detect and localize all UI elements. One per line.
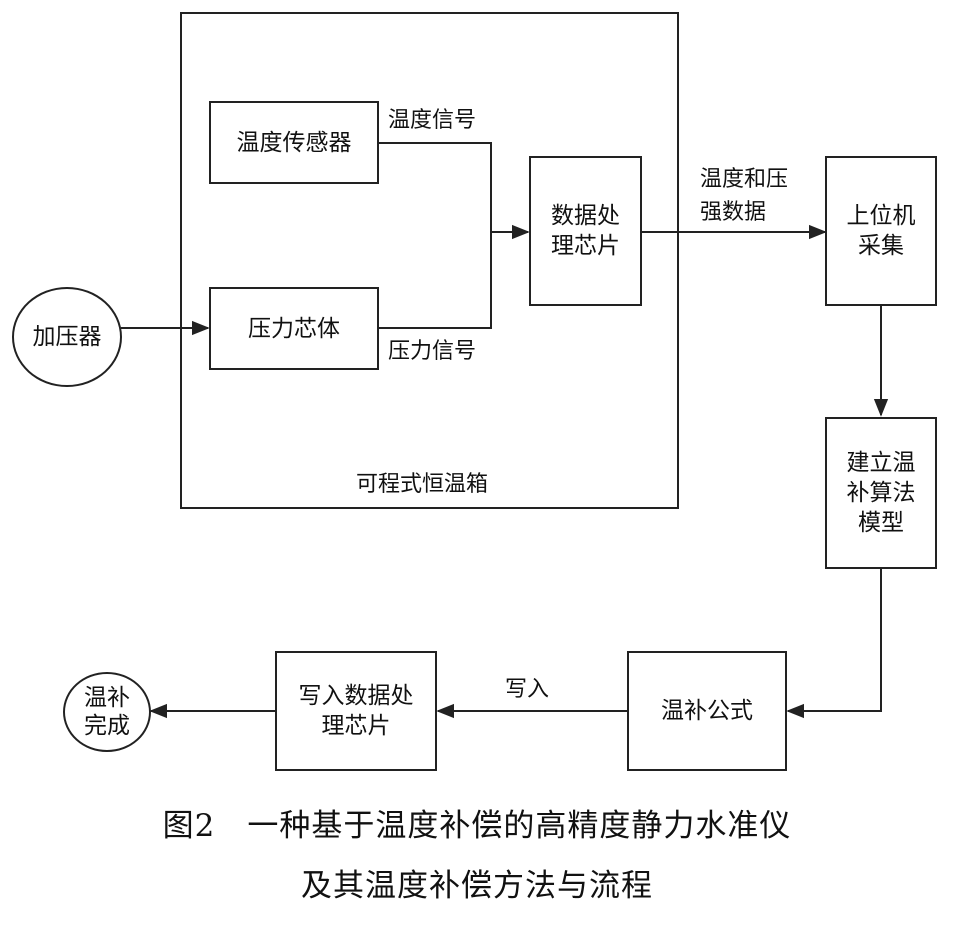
processor-box: 数据处 理芯片 [529,156,642,306]
processor-label: 数据处 理芯片 [551,203,620,259]
model-label: 建立温 补算法 模型 [846,450,916,536]
host-label: 上位机 采集 [846,203,916,259]
model-box: 建立温 补算法 模型 [825,417,937,569]
temp-signal-line [378,142,492,232]
chamber-label: 可程式恒温箱 [356,472,489,497]
temp-sensor-box: 温度传感器 [209,101,379,184]
figure-caption-line-2: 及其温度补偿方法与流程 [301,868,653,904]
write-chip-box: 写入数据处 理芯片 [275,651,437,771]
host-box: 上位机 采集 [825,156,937,306]
pressurizer-label: 加压器 [32,324,102,350]
done-label: 温补 完成 [84,685,130,739]
temp-sensor-label: 温度传感器 [236,129,352,156]
pressure-signal-line [378,232,492,329]
figure-caption-line-1: 图2 一种基于温度补偿的高精度静力水准仪 [162,808,792,844]
model-formula-line [786,568,882,719]
write-label: 写入 [505,677,550,702]
write-chip-label: 写入数据处 理芯片 [298,683,414,739]
formula-box: 温补公式 [627,651,787,771]
done-circle: 温补 完成 [63,672,151,752]
chamber-border [180,12,679,509]
pressure-core-box: 压力芯体 [209,287,379,370]
pressurizer-circle: 加压器 [12,287,122,387]
pressure-signal-label: 压力信号 [388,339,477,364]
temp-pressure-data-label: 温度和压 强数据 [700,167,789,225]
pressure-core-label: 压力芯体 [248,315,340,342]
temp-signal-label: 温度信号 [388,108,477,133]
formula-label: 温补公式 [661,698,753,724]
